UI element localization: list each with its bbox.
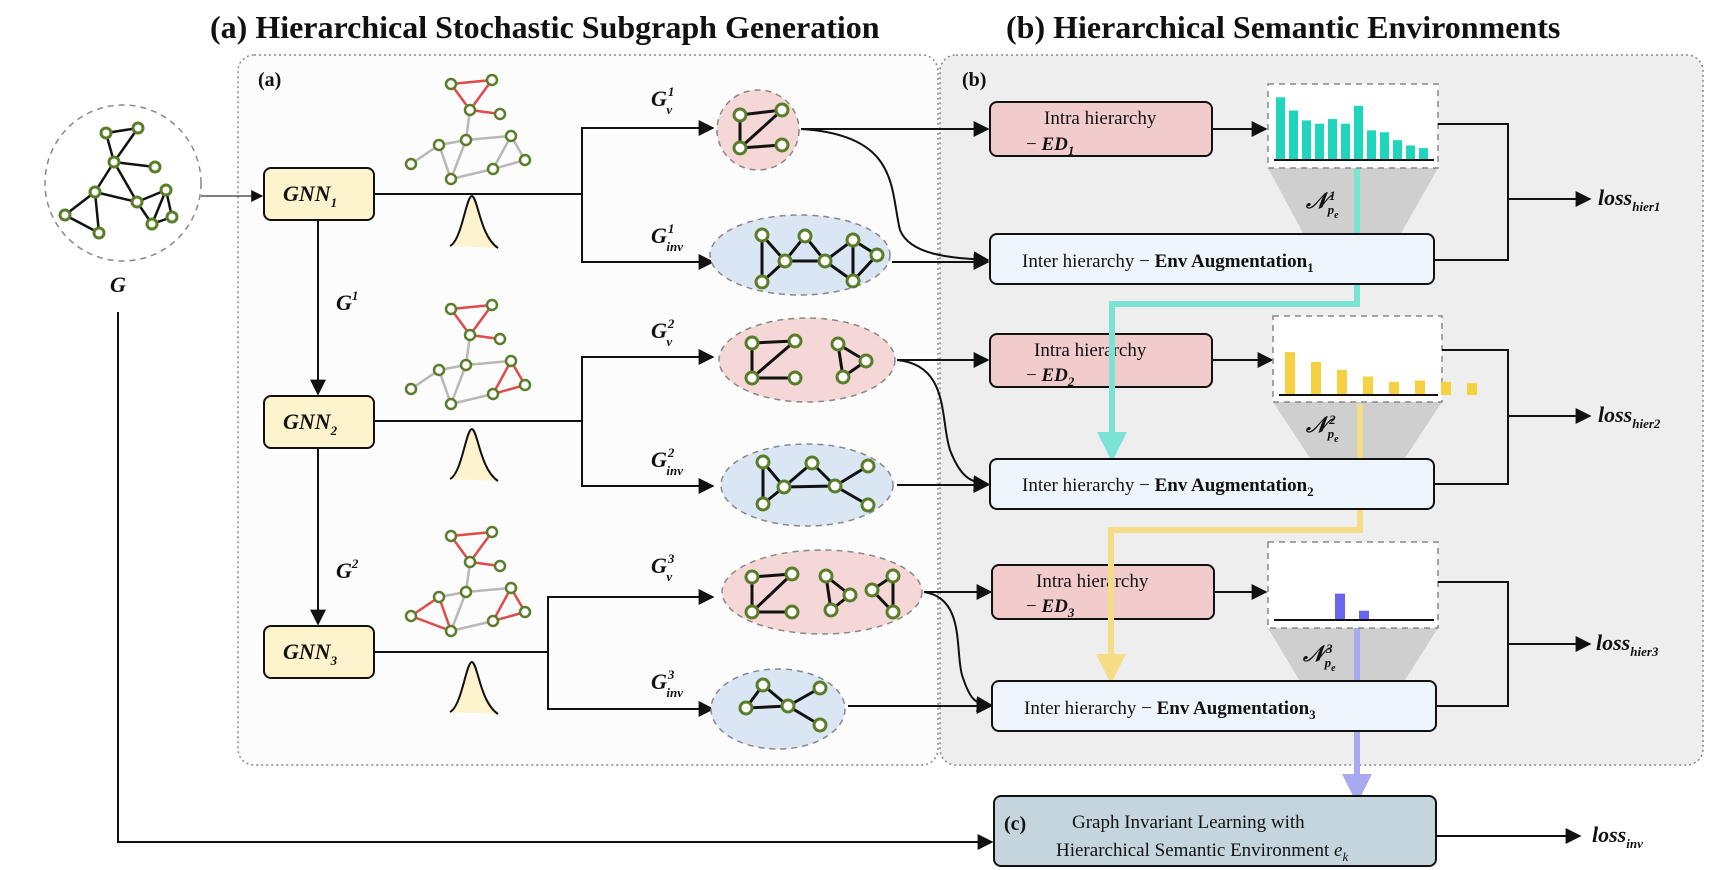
histogram-box-2 (1272, 315, 1443, 403)
stochastic-graph-1 (404, 73, 532, 186)
histogram-2-bar (1415, 380, 1425, 395)
subgraph-v3 (721, 549, 923, 635)
svg-text:Intra hierarchy: Intra hierarchy (1044, 108, 1157, 129)
subgraph-v2 (718, 317, 896, 403)
intra-box-1: Intra hierarchy − ED1 (989, 101, 1213, 158)
histogram-1-bar (1419, 148, 1428, 160)
panel-tag-c: (c) (1004, 813, 1026, 835)
distribution-curve-3 (449, 660, 499, 715)
input-graph (44, 104, 202, 262)
intra-box-3: Intra hierarchy − ED3 (991, 564, 1215, 620)
histogram-2-bar (1311, 362, 1321, 395)
histogram-box-3 (1267, 541, 1439, 629)
gnn-3-box: GNN3 (263, 625, 375, 679)
loss-hier2: losshier2 (1598, 402, 1661, 431)
subgraph-inv2 (720, 443, 894, 527)
histogram-1 (1274, 97, 1434, 161)
distribution-curve-2 (449, 427, 499, 482)
intra-box-2: Intra hierarchy − ED2 (989, 333, 1213, 389)
input-graph-label: G (110, 272, 126, 297)
stochastic-graph-3 (404, 525, 532, 638)
svg-text:GNN2: GNN2 (283, 409, 338, 438)
g1-edge-label: G1 (336, 288, 358, 315)
histogram-2-bar (1363, 376, 1373, 395)
histogram-1-bar (1315, 123, 1324, 160)
histogram-2-bar (1389, 381, 1399, 395)
svg-text:GNN3: GNN3 (283, 639, 338, 668)
title-a: (a) Hierarchical Stochastic Subgraph Gen… (210, 9, 880, 45)
gnn-1-label: GNN (283, 181, 332, 206)
inter-box-3: Inter hierarchy − Env Augmentation3 (991, 680, 1437, 732)
histogram-1-bar (1341, 123, 1350, 160)
svg-text:GNN1: GNN1 (283, 181, 337, 210)
svg-text:Inter hierarchy − Env Augmenta: Inter hierarchy − Env Augmentation1 (1022, 251, 1314, 275)
histogram-1-bar (1367, 130, 1376, 160)
svg-text:Inter hierarchy − Env Augmenta: Inter hierarchy − Env Augmentation2 (1022, 475, 1314, 499)
svg-text:− ED3: − ED3 (1026, 596, 1075, 620)
histogram-2-bar (1467, 383, 1477, 395)
histogram-1-bar (1302, 120, 1311, 160)
distribution-curve-1 (449, 194, 499, 249)
loss-hier1: losshier1 (1598, 185, 1660, 214)
histogram-1-bar (1328, 119, 1337, 160)
title-b: (b) Hierarchical Semantic Environments (1006, 9, 1560, 45)
final-box: (c) Graph Invariant Learning with Hierar… (993, 795, 1437, 867)
subgraph-inv1 (709, 214, 891, 296)
svg-text:− ED1: − ED1 (1026, 134, 1074, 158)
gnn-2-box: GNN2 (263, 395, 375, 449)
histogram-1-bar (1406, 145, 1415, 160)
subgraph-inv3 (710, 668, 846, 750)
gnn-2-label: GNN (283, 409, 332, 434)
svg-text:− ED2: − ED2 (1026, 365, 1075, 389)
histogram-2 (1279, 352, 1477, 396)
histogram-1-bar (1380, 132, 1389, 160)
inter-box-1: Inter hierarchy − Env Augmentation1 (989, 233, 1435, 285)
histogram-1-bar (1393, 140, 1402, 160)
histogram-1-bar (1289, 110, 1298, 160)
histogram-2-bar (1337, 369, 1347, 395)
histogram-2-bar (1441, 381, 1451, 395)
histogram-2-bar (1285, 352, 1295, 395)
histogram-3-bar (1335, 593, 1345, 620)
stochastic-graph-2 (404, 298, 532, 411)
svg-text:Inter hierarchy − Env Augmenta: Inter hierarchy − Env Augmentation3 (1024, 698, 1316, 722)
subgraph-v1 (716, 89, 800, 171)
panel-tag-a: (a) (258, 69, 281, 91)
g2-edge-label: G2 (336, 556, 359, 583)
svg-text:Intra hierarchy: Intra hierarchy (1036, 571, 1149, 592)
histogram-3 (1274, 593, 1434, 621)
gnn-3-label: GNN (283, 639, 332, 664)
histogram-3-bar (1359, 610, 1369, 620)
histogram-1-bar (1276, 97, 1285, 160)
svg-text:Hierarchical Semantic Environm: Hierarchical Semantic Environment ek (1056, 840, 1348, 864)
loss-hier3: losshier3 (1596, 630, 1659, 659)
svg-text:Graph Invariant Learning with: Graph Invariant Learning with (1072, 812, 1305, 833)
panel-tag-b: (b) (962, 69, 986, 91)
gnn-1-box: GNN1 (263, 167, 375, 221)
histogram-1-bar (1354, 105, 1363, 160)
loss-inv: lossinv (1592, 822, 1643, 851)
inter-box-2: Inter hierarchy − Env Augmentation2 (989, 458, 1435, 510)
svg-text:Intra hierarchy: Intra hierarchy (1034, 340, 1147, 361)
